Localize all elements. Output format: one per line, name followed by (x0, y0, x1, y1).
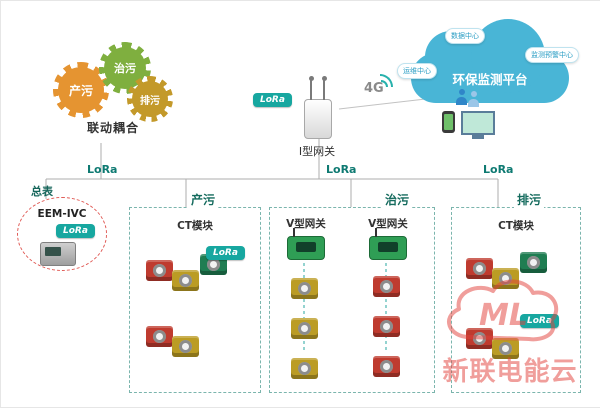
gear-produce-label: 产污 (68, 83, 93, 98)
gear-discharge-icon: 排污 (127, 76, 173, 122)
4g-signal-icon: 4G (364, 74, 393, 96)
zone-treat: 治污 V型网关 V型网关 (269, 191, 435, 393)
ct-module-yellow-icon (291, 358, 318, 379)
ct-module-red-icon (466, 258, 493, 279)
ct-module-yellow-icon (492, 268, 519, 289)
gear-discharge-label: 排污 (140, 95, 160, 107)
bus-lora-label-mid: LoRa (326, 163, 357, 176)
gear-treat-label: 治污 (114, 62, 136, 75)
zone-produce-lora-badge: LoRa (206, 246, 245, 260)
ct-module-red-icon (146, 326, 173, 347)
gateway-lora-badge: LoRa (253, 93, 292, 107)
cloud-node-data-center: 数据中心 (445, 28, 485, 44)
ct-module-yellow-icon (172, 336, 199, 357)
meter-lora-badge: LoRa (56, 224, 95, 238)
bus-lora-label-left: LoRa (87, 163, 118, 176)
vgateway-right-icon (369, 228, 407, 260)
antenna-icon (308, 76, 314, 100)
vgateway-right-label: V型网关 (368, 218, 408, 230)
antenna-icon (321, 76, 327, 100)
energy-meter-icon (40, 242, 76, 266)
ct-module-red-icon (373, 276, 400, 297)
ct-module-yellow-icon (492, 338, 519, 359)
cloud-node-ops-center: 运维中心 (397, 63, 437, 79)
vgateway-left-label: V型网关 (286, 218, 326, 230)
zone-produce-title: 产污 (188, 191, 219, 208)
main-meter-group: EEM-IVC LoRa (17, 197, 107, 271)
meter-model-label: EEM-IVC (37, 208, 87, 220)
type1-gateway-icon (304, 76, 332, 139)
zone-discharge: 排污 CT模块 LoRa (451, 191, 581, 393)
ct-module-yellow-icon (172, 270, 199, 291)
bus-lora-label-right: LoRa (483, 163, 514, 176)
ct-module-red-icon (373, 316, 400, 337)
zone-discharge-title: 排污 (514, 191, 545, 208)
main-meter-title: 总表 (31, 185, 53, 198)
type1-gateway-label: I型网关 (298, 145, 336, 158)
ct-module-red-icon (466, 328, 493, 349)
ct-module-yellow-icon (291, 318, 318, 339)
ct-module-red-icon (373, 356, 400, 377)
ct-module-yellow-icon (291, 278, 318, 299)
zone-produce: 产污 CT模块 LoRa (129, 191, 261, 393)
monitor-icon (461, 111, 495, 139)
user-icon (456, 89, 467, 105)
zone-discharge-module-label: CT模块 (498, 220, 534, 232)
cloud-platform-title: 环保监测平台 (452, 72, 528, 87)
cloud-node-alert-center: 监测预警中心 (525, 47, 579, 63)
gear-cluster-caption: 联动耦合 (86, 121, 139, 135)
gear-produce-icon: 产污 (53, 62, 109, 118)
ct-module-green-icon (520, 252, 547, 273)
vgateway-left-icon (287, 228, 325, 260)
zone-treat-title: 治污 (382, 191, 413, 208)
zone-produce-module-label: CT模块 (177, 220, 213, 232)
ct-module-red-icon (146, 260, 173, 281)
zone-discharge-lora-badge: LoRa (520, 314, 559, 328)
user-icon (468, 91, 479, 107)
phone-icon (442, 111, 455, 133)
